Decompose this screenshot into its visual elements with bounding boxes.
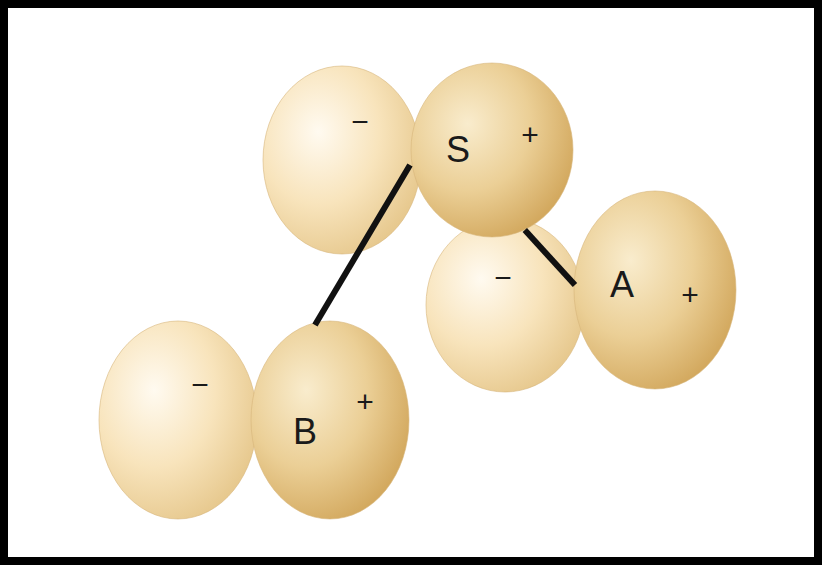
charge-sign: + <box>681 280 699 310</box>
negative-pole: − <box>262 65 422 255</box>
charge-sign: + <box>521 120 539 150</box>
positive-pole: A+ <box>573 190 737 390</box>
sphere <box>411 63 573 237</box>
pole-letter: A <box>610 267 634 303</box>
negative-pole: − <box>98 320 258 520</box>
charge-sign: − <box>494 263 512 293</box>
pole-letter: B <box>293 414 317 450</box>
sphere <box>99 321 257 519</box>
sphere <box>251 321 409 519</box>
sphere-shape <box>98 320 258 520</box>
sphere <box>426 218 584 392</box>
sphere <box>263 66 421 254</box>
pole-letter: S <box>446 132 470 168</box>
charge-sign: + <box>356 387 374 417</box>
sphere-shape <box>410 62 574 238</box>
sphere-shape <box>425 217 585 393</box>
positive-pole: B+ <box>250 320 410 520</box>
positive-pole: S+ <box>410 62 574 238</box>
sphere-shape <box>573 190 737 390</box>
charge-sign: − <box>191 370 209 400</box>
sphere-shape <box>262 65 422 255</box>
charge-sign: − <box>351 107 369 137</box>
negative-pole: − <box>425 217 585 393</box>
sphere <box>574 191 736 389</box>
sphere-shape <box>250 320 410 520</box>
